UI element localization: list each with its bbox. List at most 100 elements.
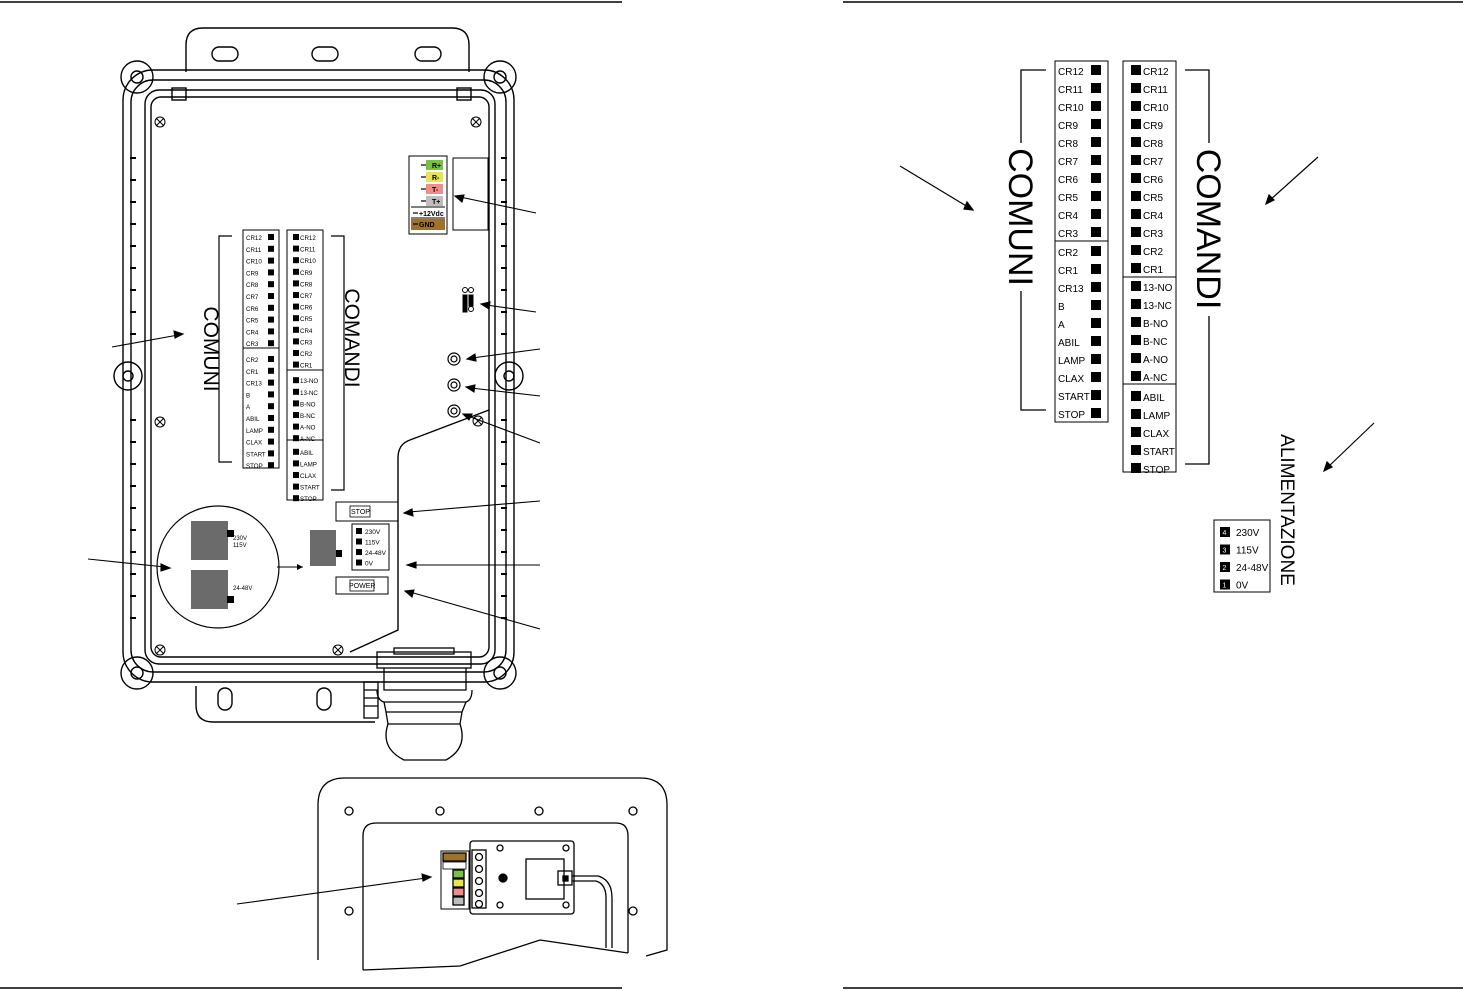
board-terminal-label: STOP: [246, 463, 263, 470]
board-comandi-strip: CR12CR11CR10CR9CR8CR7CR6CR5CR4CR3CR2CR11…: [286, 229, 363, 503]
terminal-number: 4: [1223, 530, 1227, 537]
terminal-block: [268, 403, 274, 410]
terminal-block: [1091, 137, 1101, 147]
terminal-block: [1091, 354, 1101, 364]
terminal-block: [293, 483, 299, 490]
terminal-block: [1131, 155, 1141, 165]
detail-terminal-label: B: [1058, 302, 1065, 313]
terminal-block: [268, 356, 274, 362]
terminal-block: [1131, 317, 1141, 327]
detail-terminal-label: START: [1058, 392, 1090, 403]
jumper-24-label: 24-48V: [233, 586, 252, 592]
terminal-block: [293, 338, 299, 345]
terminal-block: [1220, 579, 1230, 590]
terminal-block: [268, 234, 274, 240]
detail-terminal-label: CR1: [1143, 265, 1163, 276]
terminal-block: [1091, 372, 1101, 382]
detail-terminal-label: CR1: [1058, 266, 1078, 277]
detail-terminal-label: CR3: [1058, 229, 1078, 240]
detail-terminal-label: CR7: [1143, 157, 1163, 168]
terminal-block: [1091, 300, 1101, 310]
terminal-block: [1220, 527, 1230, 537]
terminal-block: [1131, 445, 1141, 455]
terminal-block: [1091, 227, 1101, 237]
terminal-block: [1220, 562, 1230, 572]
screw-icon: [154, 416, 166, 428]
terminal-block: [293, 460, 299, 467]
board-terminal-label: A-NC: [300, 436, 316, 443]
board-terminal-label: A-NO: [300, 425, 316, 432]
detail-comandi-strip: CR12CR11CR10CR9CR8CR7CR6CR5CR4CR3CR2CR11…: [1122, 60, 1227, 476]
power-button-area: POWER: [335, 576, 389, 595]
board-terminal-label: A: [246, 404, 251, 411]
detail-terminal-label: CR12: [1058, 67, 1084, 78]
terminal-block: [268, 269, 274, 276]
terminal-block: [268, 450, 274, 457]
terminal-block: [293, 448, 299, 455]
board-terminal-label: CR11: [246, 247, 262, 254]
terminal-block: [293, 412, 299, 418]
detail-terminal-label: B-NO: [1143, 319, 1168, 330]
terminal-block: [1091, 318, 1101, 328]
led-icon: [447, 378, 461, 392]
terminal-block: [293, 423, 299, 430]
terminal-block: [1220, 544, 1230, 555]
terminal-block: [268, 281, 274, 288]
terminal-block: [268, 391, 274, 398]
board-supply-label: 115V: [365, 540, 380, 547]
terminal-block: [1091, 191, 1101, 201]
screw-icon: [154, 116, 166, 128]
terminal-block: [1091, 119, 1101, 129]
board-comuni-label: COMUNI: [199, 306, 222, 391]
screw-icon: [154, 644, 166, 656]
detail-terminal-label: CR3: [1143, 229, 1163, 240]
detail-terminal-label: CR2: [1058, 248, 1078, 259]
terminal-block: [268, 304, 274, 311]
terminal-block: [268, 438, 274, 445]
terminal-block: [268, 379, 274, 386]
side-fins: [130, 157, 507, 619]
board-terminal-label: CR13: [246, 381, 262, 388]
detail-terminal-label: STOP: [1058, 410, 1085, 421]
terminal-block: [293, 245, 299, 252]
power-label: POWER: [349, 583, 375, 590]
detail-terminal-label: CR12: [1143, 67, 1169, 78]
board-supply-label: 230V: [365, 529, 381, 536]
board-terminal-label: CR3: [246, 341, 259, 348]
detail-comandi-label: COMANDI: [1189, 149, 1227, 310]
stop-button-area: STOP: [335, 501, 399, 522]
terminal-block: [1091, 173, 1101, 183]
terminal-block: [1131, 371, 1141, 381]
terminal-block: [293, 350, 299, 356]
rs485-label: T+: [432, 199, 440, 206]
terminal-block: [356, 528, 362, 534]
detail-terminal-label: CR8: [1143, 139, 1163, 150]
board-comuni-strip: CR12CR11CR10CR9CR8CR7CR6CR5CR4CR3CR2CR1C…: [199, 229, 280, 470]
board-terminal-label: CR9: [246, 270, 259, 277]
rs485-connector: R+ R- T- T+ +12Vdc GND: [408, 155, 489, 235]
board-terminal-label: LAMP: [300, 461, 317, 468]
detail-terminal-label: CR6: [1058, 175, 1078, 186]
detail-terminal-label: CR10: [1143, 103, 1169, 114]
terminal-block: [268, 293, 274, 299]
detail-terminal-label: 13-NO: [1143, 283, 1173, 294]
rs485-label: R-: [432, 175, 440, 182]
board-terminal-label: CLAX: [300, 473, 316, 480]
terminal-block: [1091, 390, 1101, 400]
rs485-label: GND: [419, 222, 435, 229]
terminal-block: [1131, 101, 1141, 111]
enclosure: [113, 27, 524, 723]
board-terminal-label: CR7: [300, 293, 313, 300]
jumper-block: [462, 287, 474, 313]
board-terminal-label: B-NO: [300, 401, 316, 408]
terminal-block: [268, 328, 274, 335]
terminal-block: [1131, 245, 1141, 255]
board-supply-label: 24-48V: [365, 550, 387, 557]
detail-supply-label: 0V: [1236, 581, 1249, 592]
jumper-230-label: 230V: [233, 536, 247, 542]
terminal-block: [293, 435, 299, 442]
board-terminal-label: STOP: [300, 496, 317, 503]
detail-supply-label: 115V: [1236, 546, 1259, 557]
